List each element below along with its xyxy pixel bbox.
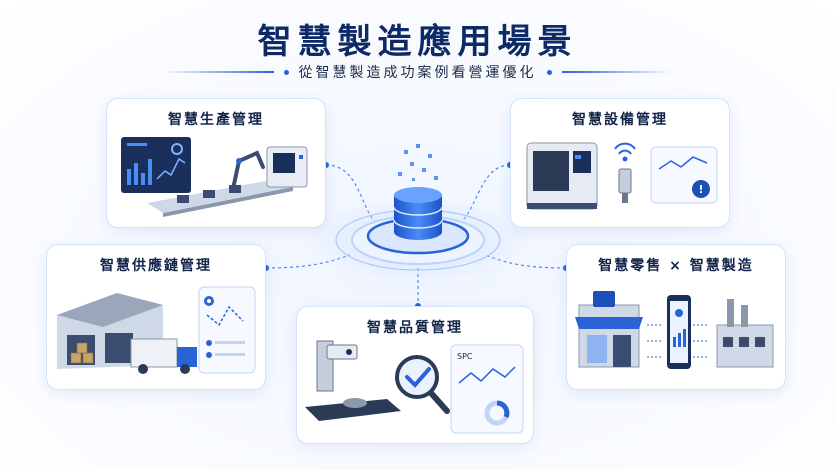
production-illustration	[121, 137, 308, 217]
card-smart-production[interactable]: 智慧生產管理	[106, 98, 326, 228]
card-smart-quality[interactable]: 智慧品質管理 SPC	[296, 306, 534, 444]
machine-icon	[266, 146, 308, 188]
wifi-icon	[614, 142, 636, 162]
equipment-illustration: !	[526, 142, 718, 210]
divider-right	[561, 71, 672, 73]
spc-chart-panel: SPC	[450, 344, 524, 434]
page-title: 智慧製造應用場景	[257, 22, 578, 62]
cnc-machine-icon	[526, 142, 598, 210]
boxes-icon	[70, 342, 94, 364]
supply-chain-illustration	[57, 286, 256, 374]
truck-icon	[130, 338, 197, 374]
checklist-icon	[206, 340, 245, 358]
dashboard-monitor-icon	[121, 137, 191, 193]
monitoring-panel: !	[650, 146, 718, 204]
storefront-icon	[575, 291, 643, 368]
route-map-panel	[198, 286, 256, 374]
divider-dot-right	[546, 69, 552, 75]
data-particles	[398, 144, 438, 181]
subtitle-row: 從智慧製造成功案例看營運優化	[0, 62, 835, 82]
card-title-production: 智慧生產管理	[168, 112, 264, 128]
card-title-equipment: 智慧設備管理	[572, 112, 668, 128]
card-title-quality: 智慧品質管理	[367, 320, 463, 336]
smartphone-icon	[667, 295, 691, 369]
card-smart-equipment[interactable]: 智慧設備管理 !	[510, 98, 730, 228]
sync-arrows	[647, 324, 709, 358]
card-smart-retail[interactable]: 智慧零售 × 智慧製造	[566, 244, 786, 390]
measuring-machine-icon	[305, 340, 401, 421]
card-title-retail: 智慧零售 × 智慧製造	[598, 258, 754, 274]
warning-icon: !	[692, 180, 710, 198]
quality-illustration: SPC	[305, 340, 524, 434]
retail-illustration	[575, 291, 774, 369]
donut-chart-icon	[484, 400, 510, 426]
factory-icon	[716, 299, 774, 368]
divider-left	[163, 71, 274, 73]
spc-label: SPC	[457, 352, 473, 361]
robot-arm-icon	[231, 150, 265, 191]
map-pin-icon	[204, 296, 214, 306]
card-title-supply-chain: 智慧供應鏈管理	[100, 258, 212, 274]
page-subtitle: 從智慧製造成功案例看營運優化	[298, 65, 537, 81]
magnifier-check-icon	[395, 355, 450, 414]
svg-text:!: !	[698, 183, 703, 196]
divider-dot-left	[283, 69, 289, 75]
database-icon	[393, 187, 443, 240]
sensor-icon	[618, 168, 632, 203]
card-smart-supply-chain[interactable]: 智慧供應鏈管理	[46, 244, 266, 390]
